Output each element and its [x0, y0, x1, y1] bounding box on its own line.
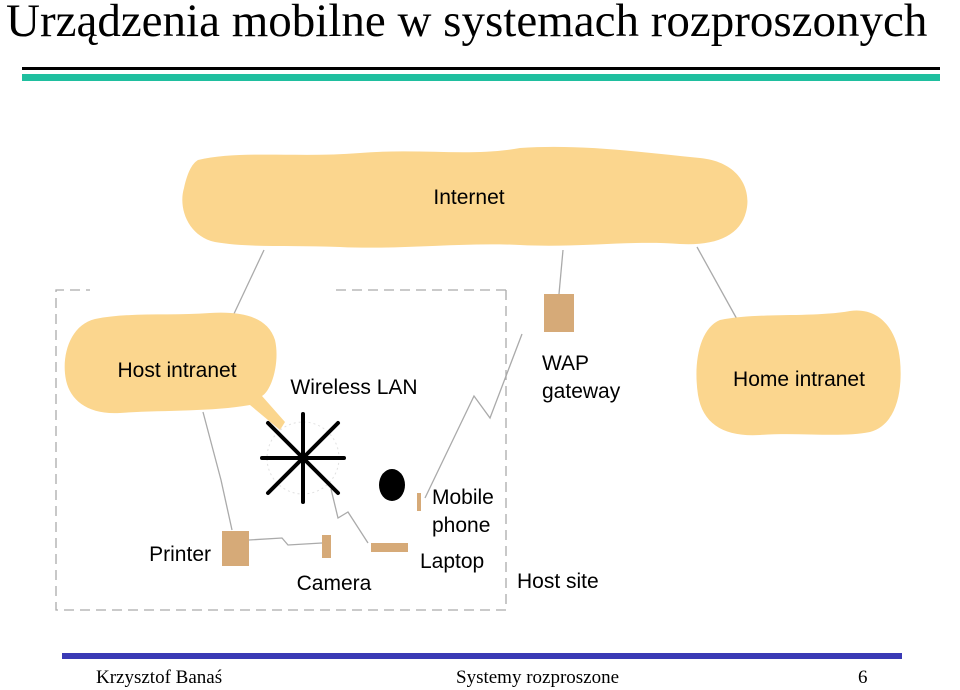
- gateway-label: gateway: [542, 380, 621, 403]
- link-phone-wap: [424, 333, 523, 499]
- title-underline-black: [22, 67, 940, 70]
- wireless-lan-label: Wireless LAN: [290, 376, 417, 399]
- host-intranet-label: Host intranet: [117, 359, 236, 382]
- mobile-label: Mobile: [432, 486, 494, 509]
- link-printer-camera: [248, 537, 323, 546]
- phone-label: phone: [432, 514, 490, 537]
- link-internet-wap: [558, 249, 564, 295]
- mobile-phone-icon: [417, 493, 421, 511]
- network-diagram: Internet Host intranet Wireless LAN WAP …: [55, 146, 901, 611]
- laptop-icon: [371, 543, 408, 552]
- link-host-intranet-printer: [202, 411, 233, 531]
- footer-author: Krzysztof Banaś: [96, 667, 223, 688]
- camera-icon: [322, 535, 331, 558]
- internet-cloud: [182, 146, 748, 248]
- camera-label: Camera: [297, 572, 372, 595]
- wap-label: WAP: [542, 352, 589, 375]
- footer-rule: [62, 653, 902, 659]
- footer-course: Systemy rozproszone: [456, 667, 620, 688]
- host-site-label: Host site: [517, 570, 599, 593]
- link-antenna-laptop: [330, 488, 369, 544]
- link-internet-home-intranet: [696, 246, 739, 322]
- antenna-icon: [260, 412, 346, 504]
- host-site-boundary: [55, 289, 507, 611]
- title-underline-teal: [22, 74, 940, 81]
- mobile-device-dot-icon: [379, 469, 405, 501]
- printer-label: Printer: [149, 543, 211, 566]
- host-intranet-cloud: [64, 312, 285, 430]
- printer-icon: [222, 531, 249, 566]
- footer-page-number: 6: [858, 667, 868, 688]
- home-intranet-label: Home intranet: [733, 368, 865, 391]
- laptop-label: Laptop: [420, 550, 484, 573]
- internet-label: Internet: [433, 186, 504, 209]
- connection-lines: [202, 246, 739, 546]
- slide-title: Urządzenia mobilne w systemach rozproszo…: [6, 0, 928, 47]
- home-intranet-cloud: [696, 310, 901, 436]
- wap-gateway-icon: [544, 294, 574, 332]
- link-internet-host-intranet: [231, 249, 265, 319]
